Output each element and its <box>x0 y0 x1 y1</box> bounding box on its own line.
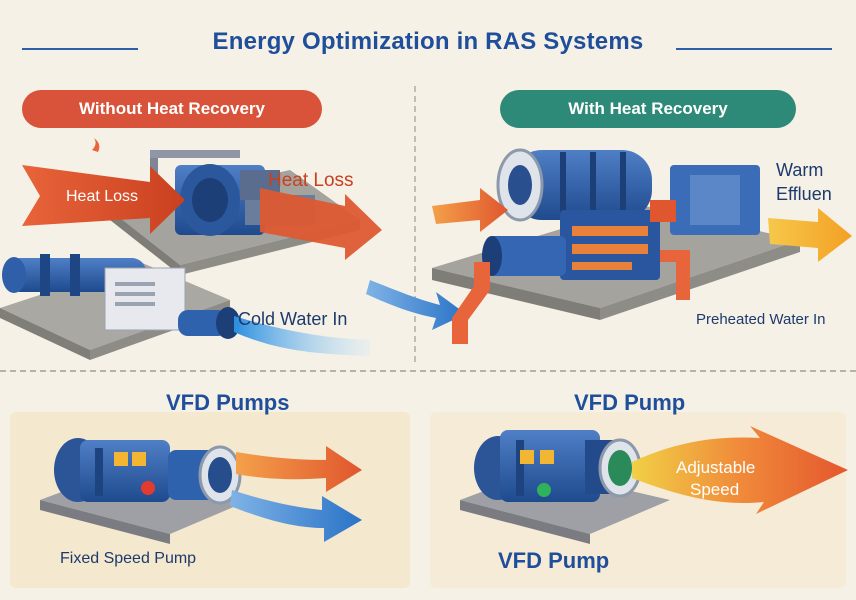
title-rule-left <box>22 48 138 50</box>
vfd-pump-scene <box>460 426 848 544</box>
fixed-speed-pump-scene <box>40 438 362 544</box>
heat-loss-label-right: Heat Loss <box>268 170 354 191</box>
vertical-divider <box>414 86 416 362</box>
without-heat-recovery-badge: Without Heat Recovery <box>22 90 322 128</box>
cold-water-in-label: Cold Water In <box>238 309 348 329</box>
horizontal-divider <box>0 370 856 372</box>
without-recovery-scene <box>0 138 466 360</box>
vfd-pump-title-right: VFD Pump <box>574 390 686 415</box>
vfd-pumps-title-left: VFD Pumps <box>166 390 290 415</box>
title-rule-right <box>676 48 832 50</box>
heat-loss-label-left: Heat Loss <box>66 188 139 205</box>
adjustable-speed-label-line2: Speed <box>690 480 740 499</box>
page-title: Energy Optimization in RAS Systems <box>212 28 644 55</box>
fixed-speed-pump-label: Fixed Speed Pump <box>60 550 197 567</box>
preheated-water-label: Preheated Water In <box>696 311 826 328</box>
adjustable-speed-label-line1: Adjustable <box>676 458 756 477</box>
with-recovery-scene <box>432 148 852 344</box>
with-heat-recovery-badge: With Heat Recovery <box>500 90 796 128</box>
warm-effluent-label-line2: Effluen <box>776 184 832 204</box>
warm-effluent-label-line1: Warm <box>776 160 824 180</box>
vfd-pump-label: VFD Pump <box>498 548 610 573</box>
